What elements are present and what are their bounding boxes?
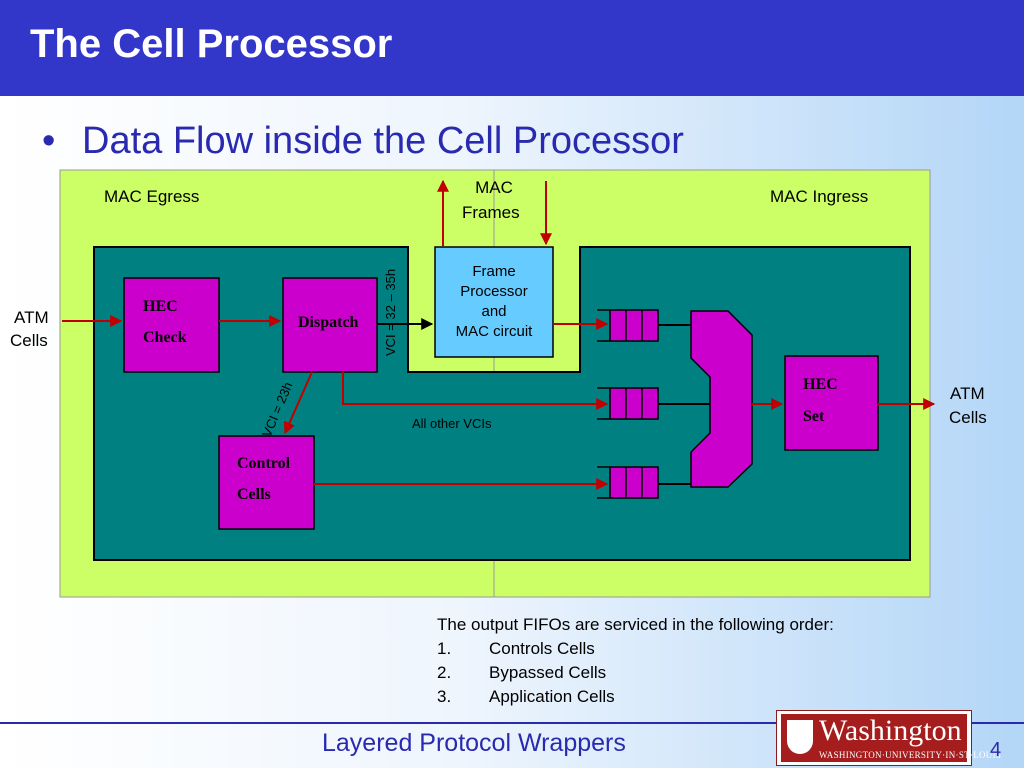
fifo-2 bbox=[597, 387, 659, 420]
hec-check-block bbox=[123, 277, 220, 373]
all-other-vcis-label: All other VCIs bbox=[412, 416, 492, 431]
slide-title: The Cell Processor bbox=[30, 22, 393, 66]
bullet-text: Data Flow inside the Cell Processor bbox=[82, 120, 684, 162]
vci-frames-label: VCI = 32 – 35h bbox=[383, 269, 398, 356]
mux-block bbox=[690, 310, 753, 488]
atm-cells-in-label-line2: Cells bbox=[10, 331, 48, 350]
notes-heading: The output FIFOs are serviced in the fol… bbox=[437, 615, 834, 634]
fifo-3 bbox=[597, 466, 659, 499]
hec-set-label: HEC bbox=[803, 376, 838, 393]
dispatch-block bbox=[282, 277, 378, 373]
mac-ingress-label: MAC Ingress bbox=[770, 187, 869, 206]
footer-divider bbox=[0, 722, 1024, 724]
dispatch-label: Dispatch bbox=[298, 314, 359, 331]
arrow-dispatch-to-control bbox=[283, 371, 313, 435]
mac-frames-label: MAC bbox=[475, 178, 513, 197]
fifo-1 bbox=[597, 309, 659, 342]
fifo-order-notes: The output FIFOs are serviced in the fol… bbox=[437, 613, 834, 709]
footer-title: Layered Protocol Wrappers bbox=[322, 729, 626, 757]
mac-frames-label-line2: Frames bbox=[462, 203, 520, 222]
hec-set-block bbox=[784, 355, 879, 451]
control-cells-label: Control bbox=[237, 455, 291, 472]
note-item: 1. Controls Cells bbox=[437, 639, 595, 658]
title-bar bbox=[0, 0, 1024, 96]
hec-check-label: HEC bbox=[143, 298, 178, 315]
logo-wordmark: Washington bbox=[819, 714, 962, 747]
control-cells-label-line2: Cells bbox=[237, 486, 271, 503]
note-item: 3. Application Cells bbox=[437, 687, 615, 706]
shield-icon bbox=[787, 720, 813, 754]
atm-cells-out-label-line2: Cells bbox=[949, 408, 987, 427]
frame-processor-block bbox=[434, 246, 554, 358]
washington-university-logo: Washington WASHINGTON·UNIVERSITY·IN·ST·L… bbox=[776, 710, 1001, 766]
hec-check-label-line2: Check bbox=[143, 329, 187, 346]
frame-processor-label: Frame Processor and MAC circuit bbox=[455, 263, 533, 340]
arrow-dispatch-to-fifo2 bbox=[342, 372, 609, 410]
control-cells-block bbox=[218, 435, 315, 530]
bullet-item: • Data Flow inside the Cell Processor bbox=[42, 120, 684, 163]
hec-set-label-line2: Set bbox=[803, 408, 825, 425]
atm-cells-in-label: ATM bbox=[14, 308, 49, 327]
atm-cells-out-label: ATM bbox=[950, 384, 985, 403]
page-number: 4 bbox=[990, 739, 1002, 761]
mac-egress-label: MAC Egress bbox=[104, 187, 200, 206]
note-item: 2. Bypassed Cells bbox=[437, 663, 607, 682]
logo-subtitle: WASHINGTON·UNIVERSITY·IN·ST·LOUIS bbox=[819, 750, 1002, 760]
bullet-dot-icon: • bbox=[42, 120, 56, 162]
